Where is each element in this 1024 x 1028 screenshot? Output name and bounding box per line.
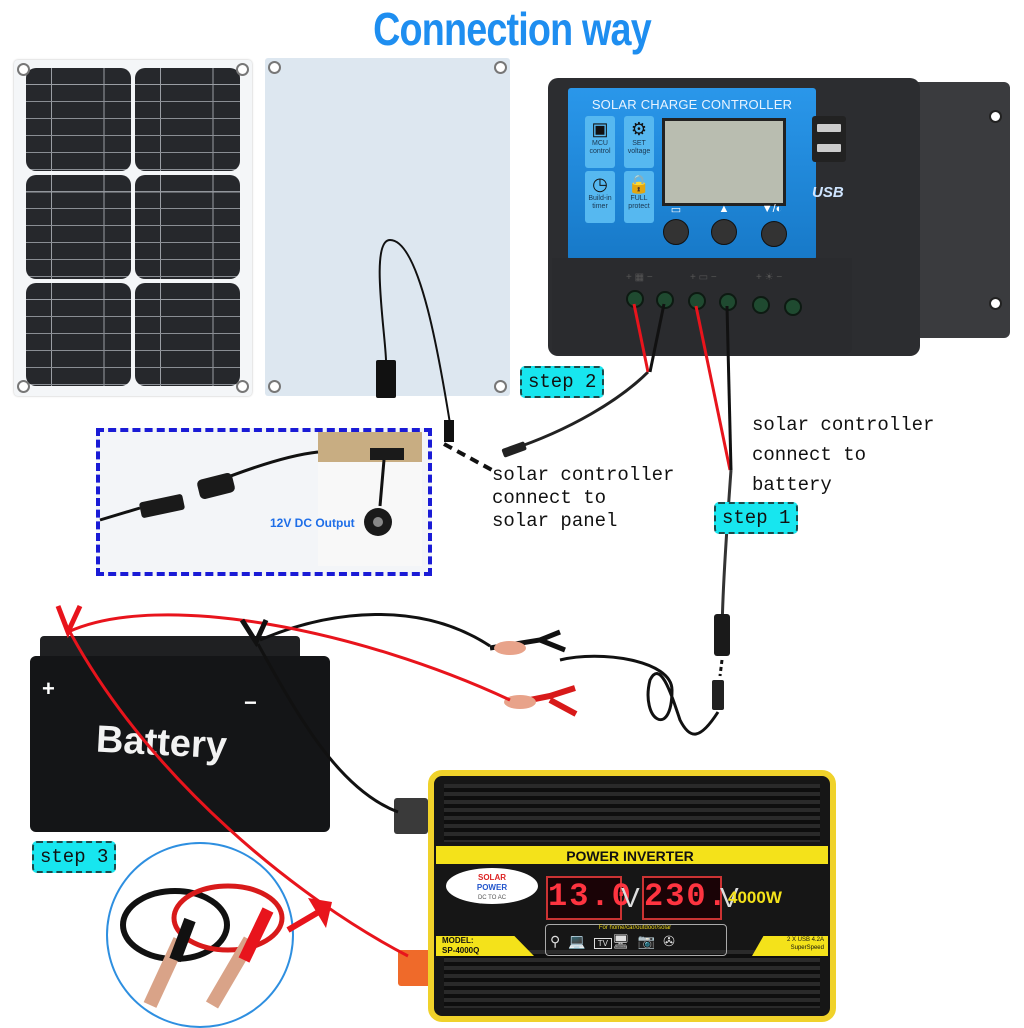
gear-icon: ⚙ — [630, 119, 648, 139]
solar-cell-block — [135, 68, 240, 172]
coiled-cable — [559, 654, 720, 736]
connection-dash — [443, 442, 493, 472]
controller-lcd-screen — [662, 118, 786, 206]
output-voltage-display: 230. — [642, 876, 727, 920]
input-voltage-display: 13.0 — [546, 876, 631, 920]
mounting-hole — [989, 297, 1002, 310]
tv-icon: TV — [593, 938, 612, 949]
fan-icon: ✇ — [663, 933, 683, 949]
camera-icon: 📷 — [637, 933, 664, 949]
solar-cell-block — [26, 282, 131, 386]
mounting-hole — [494, 380, 507, 393]
battery-positive-clamp — [55, 604, 83, 639]
solar-power-logo: SOLAR POWER DC TO AC — [446, 868, 538, 904]
usage-panel — [545, 924, 727, 956]
step-2-badge: step 2 — [520, 366, 605, 398]
feature-set-voltage: ⚙ SET voltage — [624, 116, 654, 168]
inverter-wattage: 4000W — [728, 888, 782, 907]
load-positive-terminal[interactable] — [752, 296, 770, 314]
black-alligator-clip — [489, 629, 566, 653]
clock-icon: ◷ — [592, 174, 608, 194]
up-arrow-icon: ▲ — [718, 203, 730, 215]
clamp-cables-circle — [106, 842, 294, 1028]
chip-icon: ▣ — [591, 119, 609, 139]
battery-negative-mark: − — [244, 690, 257, 715]
mounting-hole — [236, 63, 249, 76]
battery-label: Battery — [95, 718, 228, 768]
load-terminal-label: + ☀ − — [756, 272, 783, 283]
load-negative-terminal[interactable] — [784, 298, 802, 316]
lamp-icon: ⚲ — [550, 933, 569, 949]
solar-cell-block — [26, 68, 131, 172]
page-title: Connection way — [373, 3, 652, 55]
solar-terminal-label: + ▦ − — [626, 272, 653, 283]
lock-icon: 🔒 — [627, 174, 651, 194]
model-badge: MODEL: SP-4000Q — [436, 936, 534, 956]
step-3-badge: step 3 — [32, 841, 117, 873]
controller-label: SOLAR CHARGE CONTROLLER — [591, 97, 793, 112]
battery-cable — [720, 469, 733, 641]
battery-terminal-label: + ▭ − — [690, 272, 717, 283]
battery-cable-plug — [712, 680, 724, 710]
mounting-hole — [494, 61, 507, 74]
inverter-positive-terminal[interactable] — [398, 950, 432, 986]
solar-panel-front — [14, 60, 252, 396]
battery-negative-terminal[interactable] — [719, 293, 737, 311]
controller-up-button[interactable] — [711, 219, 737, 245]
menu-icon: ▭ — [670, 204, 682, 216]
red-alligator-clip — [509, 685, 578, 717]
solar-panel-back — [265, 58, 510, 396]
connection-dash — [718, 659, 724, 677]
input-voltage-unit: V — [621, 882, 640, 913]
inverter-title-band — [436, 846, 828, 864]
dc-output-label: 12V DC Output — [270, 516, 355, 530]
battery-positive-mark: + — [42, 676, 55, 701]
feature-build-in-timer: ◷ Build-in timer — [585, 171, 615, 223]
computer-icon: 🖥 — [611, 933, 638, 949]
step-1-badge: step 1 — [714, 502, 799, 534]
battery-positive-terminal[interactable] — [688, 292, 706, 310]
solar-panel-annotation: solar controller connect to solar panel — [492, 464, 675, 532]
usage-icons: ⚲💻TV🖥📷✇ — [550, 933, 683, 950]
usb-label: USB — [812, 184, 844, 201]
usb-info-badge: 2 X USB 4.2A SuperSpeed — [752, 936, 828, 956]
battery-cable-connector — [714, 614, 730, 656]
solar-positive-terminal[interactable] — [626, 290, 644, 308]
solar-cell-block — [135, 175, 240, 279]
laptop-icon: 💻 — [568, 933, 594, 949]
panel-dc-connector — [444, 420, 454, 442]
solar-dc-plug — [501, 441, 527, 458]
solar-cell-block — [26, 175, 131, 279]
dc-output-photo-bg — [318, 432, 422, 462]
mounting-hole — [17, 63, 30, 76]
controller-menu-button[interactable] — [663, 219, 689, 245]
solar-cell-grid — [26, 68, 240, 386]
junction-box — [376, 360, 396, 398]
usb-port[interactable] — [812, 116, 846, 162]
inverter-title: POWER INVERTER — [566, 848, 694, 864]
black-clip-jaw — [494, 641, 526, 655]
red-clip-jaw — [504, 695, 536, 709]
feature-mcu-control: ▣ MCU control — [585, 116, 615, 168]
inverter-fins-bottom — [444, 950, 820, 1008]
controller-down-button[interactable] — [761, 221, 787, 247]
usage-text: For home/car/outdoor/solar — [598, 925, 672, 931]
mounting-hole — [989, 110, 1002, 123]
inverter-fins-top — [444, 784, 820, 842]
mounting-hole — [268, 380, 281, 393]
down-light-icon: ▼/◐ — [761, 203, 783, 215]
usb-slot — [817, 124, 841, 132]
battery-annotation: solar controller connect to battery — [752, 414, 935, 496]
feature-full-protect: 🔒 FULL protect — [624, 171, 654, 223]
arrow-icon — [308, 898, 332, 928]
mounting-hole — [236, 380, 249, 393]
mounting-hole — [268, 61, 281, 74]
output-voltage-unit: V — [720, 882, 739, 913]
solar-cell-block — [135, 282, 240, 386]
usb-slot — [817, 144, 841, 152]
solar-negative-terminal[interactable] — [656, 291, 674, 309]
inverter-negative-terminal[interactable] — [394, 798, 428, 834]
mounting-hole — [17, 380, 30, 393]
